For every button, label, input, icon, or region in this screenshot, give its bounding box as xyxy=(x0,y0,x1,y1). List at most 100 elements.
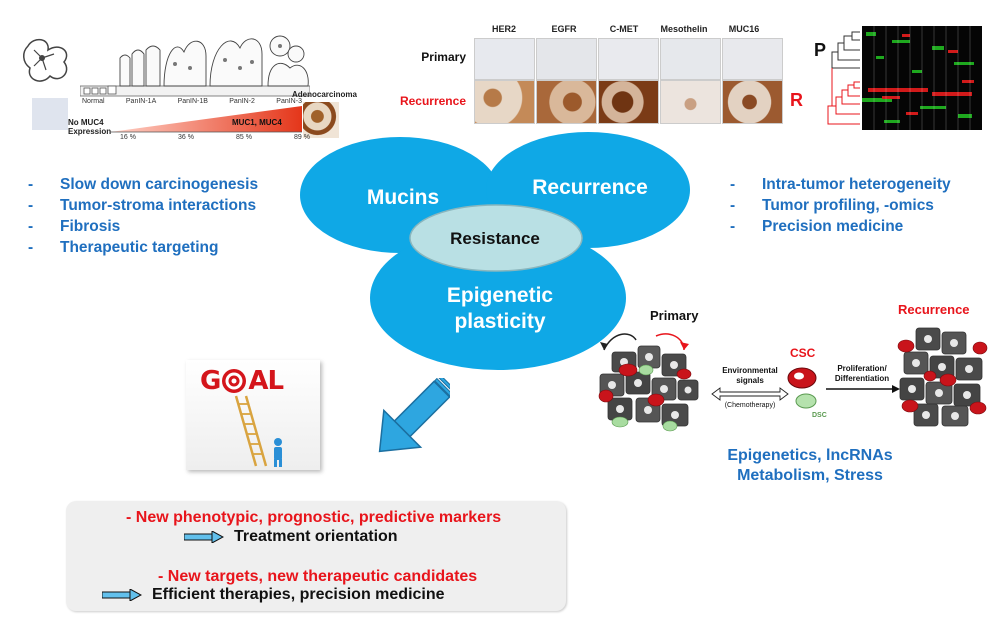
dsc-label: DSC xyxy=(812,412,827,419)
panin-progression-drawing xyxy=(80,35,310,97)
heatmap-grid xyxy=(862,26,982,130)
target-icon xyxy=(222,369,247,393)
expression-label: Expression xyxy=(68,127,112,136)
stage-labels: Normal PanIN-1A PanIN-1B PanIN-2 PanIN-3 xyxy=(82,98,302,105)
bullet-text: Tumor profiling, -omics xyxy=(762,197,934,214)
csc-cell-icon xyxy=(787,367,817,389)
epigenetic-label-line1: Epigenetic xyxy=(446,284,554,307)
targets-line: - New targets, new therapeutic candidate… xyxy=(158,568,478,585)
primary-label: Primary xyxy=(650,308,699,323)
muc-label: MUC1, MUC4 xyxy=(232,118,282,127)
left-bullet-item: -Fibrosis xyxy=(28,218,121,235)
left-bullet-list: -Slow down carcinogenesis -Tumor-stroma … xyxy=(28,174,328,258)
right-arrow-icon xyxy=(102,589,142,601)
stage-label: PanIN-1B xyxy=(177,98,208,105)
ihc-recurrence-image xyxy=(536,80,597,124)
ihc-recurrence-image xyxy=(660,80,721,124)
goal-g: G xyxy=(200,366,221,396)
efficient-therapies-row: Efficient therapies, precision medicine xyxy=(102,586,445,604)
ihc-primary-image xyxy=(474,38,535,80)
bullet-text: Slow down carcinogenesis xyxy=(60,176,259,193)
ihc-column-header: C-MET xyxy=(609,24,639,34)
outcomes-box: - New phenotypic, prognostic, predictive… xyxy=(66,501,566,611)
adenocarcinoma-photo xyxy=(303,102,339,138)
primary-tumor-cluster xyxy=(598,333,699,432)
goal-text: G AL xyxy=(200,366,284,396)
env-signals-line1: Environmental xyxy=(722,366,778,375)
adenocarcinoma-label: Adenocarcinoma xyxy=(292,90,357,99)
resistance-label: Resistance xyxy=(450,229,540,248)
proliferation-line1: Proliferation/ xyxy=(837,364,887,373)
goal-illustration: G AL xyxy=(186,360,320,470)
ladder-person-icon xyxy=(234,395,282,467)
right-bullet-item: -Precision medicine xyxy=(730,218,904,235)
ihc-primary-image xyxy=(660,38,721,80)
percent-labels: 16 % 36 % 85 % 89 % xyxy=(120,134,310,141)
csc-caption-line1: Epigenetics, lncRNAs xyxy=(727,447,893,464)
percent-label: 89 % xyxy=(294,134,310,141)
ihc-recurrence-row xyxy=(474,80,783,124)
left-bullet-item: -Therapeutic targeting xyxy=(28,239,219,256)
ihc-column-header: EGFR xyxy=(551,24,577,34)
stage-label: Normal xyxy=(82,98,105,105)
heatmap-panel: P R xyxy=(790,22,990,134)
proliferation-line2: Differentiation xyxy=(834,374,890,383)
histology-panel: Normal PanIN-1A PanIN-1B PanIN-2 PanIN-3… xyxy=(20,24,357,148)
resistance-ellipse xyxy=(409,204,583,272)
mucins-label: Mucins xyxy=(366,186,440,209)
normal-tissue-photo xyxy=(32,98,68,130)
ihc-recurrence-image xyxy=(598,80,659,124)
ihc-row-primary-label: Primary xyxy=(421,50,466,64)
csc-caption-line2: Metabolism, Stress xyxy=(737,467,883,484)
epigenetic-blob xyxy=(370,226,626,370)
bidirectional-arrow xyxy=(711,387,789,401)
ihc-recurrence-image xyxy=(722,80,783,124)
treatment-orientation-row: Treatment orientation xyxy=(184,528,398,546)
ihc-panel: HER2 EGFR C-MET Mesothelin MUC16 Primary… xyxy=(400,18,783,130)
bullet-text: Intra-tumor heterogeneity xyxy=(762,176,951,193)
ihc-primary-row xyxy=(474,38,783,80)
heatmap-p-label: P xyxy=(814,40,827,60)
expression-ramp xyxy=(110,106,302,133)
ihc-column-header: MUC16 xyxy=(728,24,760,34)
recurrence-tumor-cluster xyxy=(897,327,988,427)
stage-label: PanIN-3 xyxy=(276,98,302,105)
right-bullet-item: -Intra-tumor heterogeneity xyxy=(730,176,951,193)
epigenetic-label-line2: plasticity xyxy=(454,310,546,333)
recurrence-label: Recurrence xyxy=(532,176,648,199)
chemotherapy-label: (Chemotherapy) xyxy=(724,402,776,409)
ihc-recurrence-image xyxy=(474,80,535,124)
efficient-therapies-text: Efficient therapies, precision medicine xyxy=(152,586,445,603)
percent-label: 85 % xyxy=(236,134,252,141)
right-bullet-item: -Tumor profiling, -omics xyxy=(730,197,934,214)
treatment-orientation-text: Treatment orientation xyxy=(234,528,398,545)
recurrence-label-right: Recurrence xyxy=(898,302,970,317)
bullet-text: Precision medicine xyxy=(762,218,904,235)
dendrogram xyxy=(827,31,860,125)
left-bullet-item: -Tumor-stroma interactions xyxy=(28,197,257,214)
percent-label: 36 % xyxy=(178,134,194,141)
ihc-column-header: Mesothelin xyxy=(660,24,708,34)
ihc-primary-image xyxy=(536,38,597,80)
percent-label: 16 % xyxy=(120,134,136,141)
proliferation-arrow xyxy=(826,385,900,393)
heatmap-r-label: R xyxy=(790,90,803,110)
bullet-text: Fibrosis xyxy=(60,218,121,235)
stage-label: PanIN-2 xyxy=(229,98,255,105)
ihc-column-headers: HER2 EGFR C-MET Mesothelin MUC16 xyxy=(474,24,774,34)
env-signals-line2: signals xyxy=(736,376,764,385)
bullet-text: Therapeutic targeting xyxy=(60,239,219,256)
right-bullet-list: -Intra-tumor heterogeneity -Tumor profil… xyxy=(730,174,990,237)
csc-label: CSC xyxy=(790,346,816,360)
left-bullet-item: -Slow down carcinogenesis xyxy=(28,176,259,193)
venn-diagram xyxy=(300,132,690,370)
ihc-column-header: HER2 xyxy=(491,24,516,34)
bullet-text: Tumor-stroma interactions xyxy=(60,197,257,214)
dsc-cell-icon xyxy=(795,393,817,409)
csc-panel: Primary Recurrence Enviro xyxy=(590,300,995,500)
stage-label: PanIN-1A xyxy=(125,98,157,105)
ihc-primary-image xyxy=(722,38,783,80)
ihc-primary-image xyxy=(598,38,659,80)
ihc-row-recurrence-label: Recurrence xyxy=(399,94,466,108)
goal-al: AL xyxy=(248,366,284,396)
